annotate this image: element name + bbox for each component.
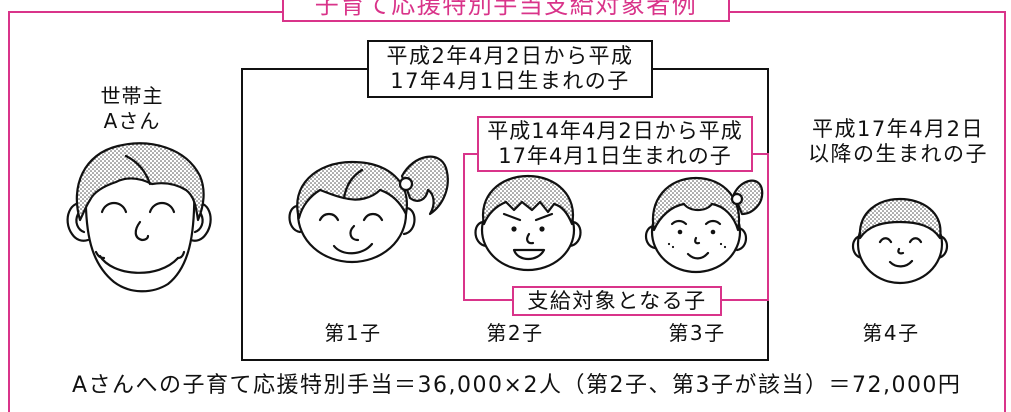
third-child-left-eye [677, 229, 683, 235]
second-child-right-eye [539, 226, 545, 232]
fourth-child-mouth [888, 259, 914, 268]
first-child-mouth [332, 242, 374, 255]
eligible-age-label: 平成14年4月2日から平成 17年4月1日生まれの子 [477, 116, 753, 172]
first-child-left-eye [318, 212, 340, 222]
third-child-left-cheek-2 [671, 245, 675, 249]
fourth-child-hair [858, 197, 942, 240]
third-child-hair-tie [730, 192, 744, 206]
boy-face-icon [474, 174, 582, 272]
third-child-left-eyebrow [670, 219, 688, 226]
age-group-label: 平成2年4月2日から平成 17年4月1日生まれの子 [367, 40, 653, 98]
eligible-children-badge: 支給対象となる子 [512, 286, 722, 316]
second-child-hair [481, 174, 575, 226]
head-of-household-label: 世帯主 Aさん [82, 84, 182, 134]
second-child-left-eyebrow [502, 212, 522, 222]
age-group-label-line2: 17年4月1日生まれの子 [390, 69, 630, 93]
child-label-1: 第1子 [324, 321, 382, 345]
first-child-hair [296, 160, 409, 220]
fourth-child-nose [897, 247, 905, 255]
eligible-age-label-line2: 17年4月1日生まれの子 [498, 144, 732, 168]
second-child-mouth [512, 248, 546, 261]
eligible-age-label-line1: 平成14年4月2日から平成 [487, 119, 743, 143]
head-of-household-name: Aさん [103, 109, 161, 133]
third-child-hair [651, 176, 741, 232]
child-label-2: 第2子 [486, 321, 544, 345]
first-child-nose [349, 224, 360, 242]
father-hair-part [124, 154, 152, 186]
third-child-right-cheek-2 [723, 245, 727, 249]
third-child-nose [694, 236, 701, 245]
third-child-mouth [686, 251, 710, 260]
girl-ponytail-face-icon [288, 155, 449, 264]
father-mouth [98, 254, 180, 274]
second-child-right-eyebrow [534, 212, 554, 222]
father-right-eye [148, 201, 176, 214]
first-child-right-eye [362, 212, 384, 222]
page-title: 子育て応援特別手当支給対象者例 [314, 0, 698, 19]
father-mouth-right-corner [176, 250, 186, 260]
father-nose [134, 220, 150, 242]
father-mouth-left-corner [94, 250, 106, 260]
title-box: 子育て応援特別手当支給対象者例 [282, 0, 730, 22]
father-face-icon [66, 142, 212, 293]
born-after-label-line2: 以降の生まれの子 [808, 142, 988, 166]
child-label-4: 第4子 [862, 321, 920, 345]
third-child-pigtail [732, 179, 764, 216]
baby-face-icon [851, 197, 949, 285]
father-left-ear-inner [75, 212, 86, 234]
born-after-label-line1: 平成17年4月2日 [812, 117, 984, 141]
first-child-bangs-strand [342, 168, 364, 200]
third-child-right-cheek [719, 242, 723, 246]
allowance-formula: Aさんへの子育て応援特別手当＝36,000×2人（第2子、第3子が該当）＝72,… [72, 373, 962, 398]
age-group-label-line1: 平成2年4月2日から平成 [386, 44, 634, 68]
second-child-left-eye [511, 226, 517, 232]
born-after-label: 平成17年4月2日 以降の生まれの子 [798, 117, 998, 167]
first-child-ponytail [400, 155, 449, 216]
head-of-household-role: 世帯主 [100, 84, 164, 108]
third-child-left-cheek [667, 242, 671, 246]
child-label-3: 第3子 [668, 321, 726, 345]
father-left-eye [100, 201, 128, 214]
father-hair [75, 142, 205, 222]
eligible-children-text: 支給対象となる子 [527, 289, 707, 313]
second-child-nose [526, 232, 535, 245]
fourth-child-left-eye [878, 237, 893, 244]
girl-pigtail-face-icon [644, 176, 764, 274]
third-child-right-eyebrow [704, 219, 722, 226]
first-child-hair-tie [398, 176, 414, 192]
fourth-child-right-eye [908, 237, 923, 244]
third-child-right-eye [710, 229, 716, 235]
father-right-ear-inner [193, 212, 204, 234]
